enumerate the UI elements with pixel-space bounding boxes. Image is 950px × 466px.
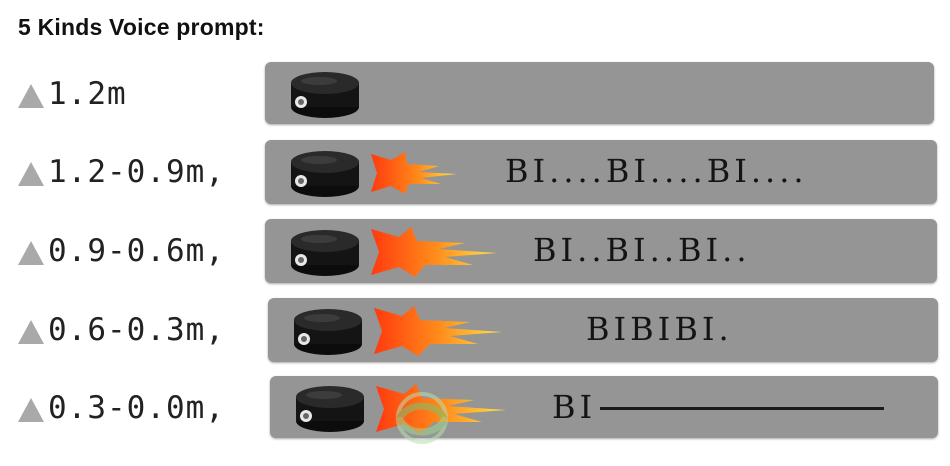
prompt-row-5: 0.3-0.0m, BI	[0, 376, 950, 446]
prompt-bar: BI....BI....BI....	[265, 140, 937, 204]
prompt-row-4: 0.6-0.3m, BIBIBI.	[0, 298, 950, 368]
distance-range: 0.9-0.6m,	[48, 233, 225, 269]
distance-range: 1.2-0.9m,	[48, 154, 225, 190]
beep-pattern: BI..BI..BI..	[533, 231, 751, 269]
prompt-bar: BI	[270, 376, 938, 438]
beep-pattern: BI....BI....BI....	[505, 152, 808, 190]
triangle-icon	[18, 84, 44, 108]
triangle-icon	[18, 162, 44, 186]
sensor-icon	[294, 309, 362, 355]
sensor-icon	[291, 151, 359, 197]
prompt-bar: BI..BI..BI..	[265, 219, 937, 283]
sensor-icon	[296, 386, 364, 432]
beep-pattern: BI	[552, 388, 597, 426]
prompt-bar: BIBIBI.	[268, 298, 938, 362]
page-title: 5 Kinds Voice prompt:	[18, 14, 265, 40]
distance-range: 1.2m	[48, 76, 127, 112]
prompt-bar	[265, 62, 934, 124]
flame-icon	[374, 306, 502, 356]
prompt-row-3: 0.9-0.6m, BI..BI..BI..	[0, 219, 950, 289]
greenyi-logo	[396, 392, 448, 444]
prompt-row-1: 1.2m	[0, 62, 950, 132]
distance-range: 0.3-0.0m,	[48, 390, 225, 426]
sensor-icon	[291, 72, 359, 118]
continuous-tone-line	[600, 407, 884, 410]
prompt-row-2: 1.2-0.9m, BI....BI....BI....	[0, 140, 950, 210]
flame-icon	[371, 152, 457, 194]
flame-icon	[371, 227, 497, 277]
triangle-icon	[18, 241, 44, 265]
triangle-icon	[18, 320, 44, 344]
triangle-icon	[18, 398, 44, 422]
distance-range: 0.6-0.3m,	[48, 312, 225, 348]
sensor-icon	[291, 230, 359, 276]
beep-pattern: BIBIBI.	[586, 310, 733, 348]
